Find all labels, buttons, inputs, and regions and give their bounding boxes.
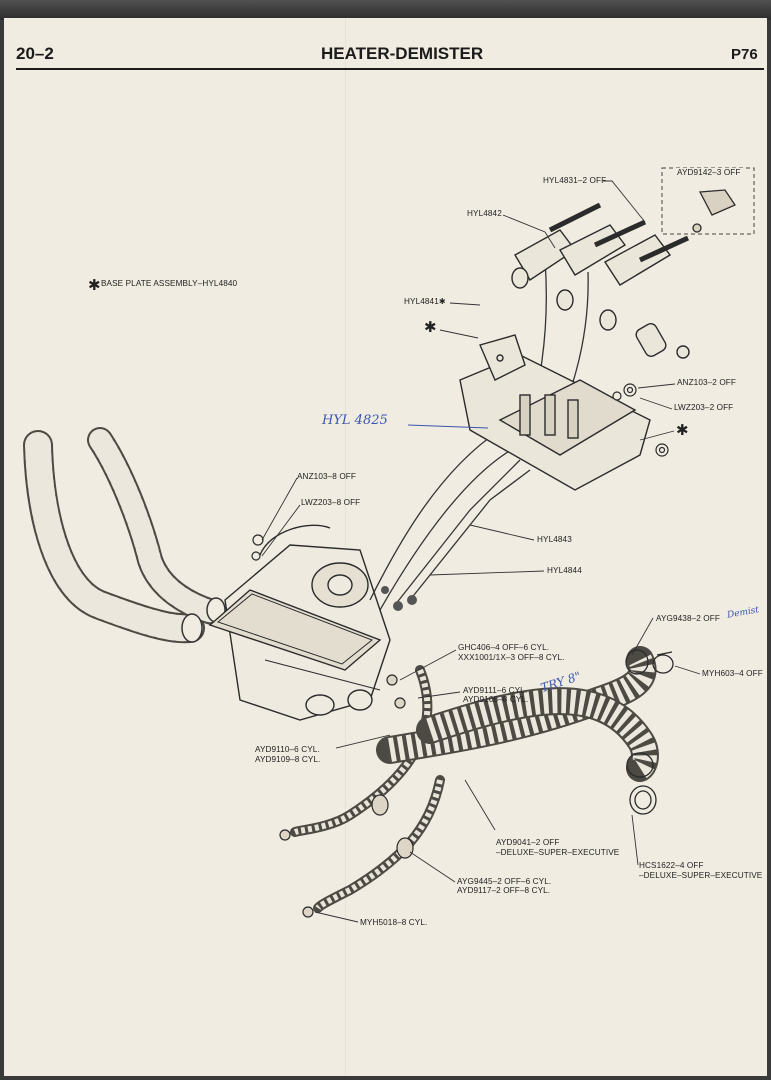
note-star: ✱ — [88, 277, 101, 294]
part-label-ayg9445: AYG9445–2 OFF–6 CYL. — [457, 877, 552, 886]
part-label-ghc406: GHC406–4 OFF–6 CYL. — [458, 643, 550, 652]
base-plate — [459, 334, 651, 491]
part-label-ayd9041-variant: –DELUXE–SUPER–EXECUTIVE — [496, 848, 620, 857]
part-label-hcs1622-variant: –DELUXE–SUPER–EXECUTIVE — [639, 871, 763, 880]
hose-fittings — [279, 674, 414, 918]
star-marker: ✱ — [424, 319, 437, 336]
hose-end — [181, 613, 203, 643]
part-label-hyl4842: HYL4842 — [467, 209, 502, 218]
star-marker: ✱ — [676, 422, 689, 439]
hose-clips — [625, 649, 674, 815]
left-hose-outer — [23, 430, 205, 644]
handwritten-hyl4825: HYL 4825 — [322, 413, 388, 428]
page-crease — [345, 18, 346, 1076]
part-label-myh603: MYH603–4 OFF — [702, 669, 763, 678]
part-label-ayd9109: AYD9109–8 CYL. — [255, 755, 321, 764]
part-label-anz103-8: ANZ103–8 OFF — [297, 472, 356, 481]
part-label-hyl4841: HYL4841✱ — [404, 297, 446, 306]
part-label-xxx1001: XXX1001/1X–3 OFF–8 CYL. — [458, 653, 565, 662]
cable-ends — [381, 586, 417, 611]
section-number: 20–2 — [16, 44, 54, 63]
knob — [692, 189, 736, 233]
part-label-ayd9111: AYD9111–6 CYL. — [463, 686, 528, 695]
part-label-hcs1622: HCS1622–4 OFF — [639, 861, 704, 870]
left-hose-inner — [87, 427, 225, 625]
part-label-ayg9438: AYG9438–2 OFF — [656, 614, 720, 623]
heater-unit — [208, 524, 391, 721]
catalog-page — [4, 18, 767, 1076]
part-label-myh5018: MYH5018–8 CYL. — [360, 918, 428, 927]
leader-lines — [261, 180, 701, 923]
base-plate-note: BASE PLATE ASSEMBLY–HYL4840 — [101, 279, 238, 288]
part-label-ayd9041: AYD9041–2 OFF — [496, 838, 560, 847]
part-label-ayd9108: AYD9108–8 CYL. — [463, 695, 529, 704]
header-rule — [16, 68, 764, 70]
demister-hose — [376, 646, 659, 782]
page-title: HEATER-DEMISTER — [321, 44, 484, 63]
part-label-ayd9142: AYD9142–3 OFF — [675, 168, 743, 178]
part-label-hyl4843: HYL4843 — [537, 535, 572, 544]
part-label-hyl4844: HYL4844 — [547, 566, 582, 575]
page-number: P76 — [731, 46, 758, 63]
part-label-ayd9117: AYD9117–2 OFF–8 CYL. — [457, 886, 551, 895]
part-label-ayd9110: AYD9110–6 CYL. — [255, 745, 320, 754]
part-label-hyl4831: HYL4831–2 OFF — [543, 176, 607, 185]
part-label-anz103-2: ANZ103–2 OFF — [677, 378, 736, 387]
part-label-lwz203-2: LWZ203–2 OFF — [674, 403, 734, 412]
scan-top-edge — [0, 0, 771, 20]
control-levers — [511, 202, 690, 359]
washers — [251, 383, 669, 561]
part-label-lwz203-8: LWZ203–8 OFF — [301, 498, 361, 507]
